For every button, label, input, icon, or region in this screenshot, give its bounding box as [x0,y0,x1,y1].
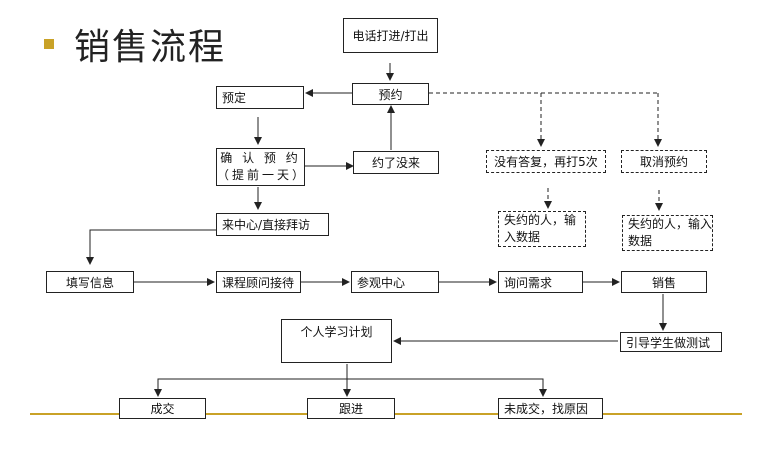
title-bullet-icon [44,39,54,49]
node-no-answer: 没有答复，再打5次 [486,150,606,173]
node-no-deal: 未成交，找原因 [498,398,603,419]
node-phone-call: 电话打进/打出 [343,18,438,53]
node-follow-up: 跟进 [307,398,395,419]
page-title: 销售流程 [74,27,227,68]
node-reserve: 预定 [216,86,304,109]
node-booking: 预约 [352,83,429,105]
node-deal: 成交 [119,398,206,419]
node-needs: 询问需求 [498,271,583,293]
node-plan: 个人学习计划 [281,319,392,363]
node-no-show: 约了没来 [353,151,439,174]
node-fill-info: 填写信息 [46,271,134,293]
node-confirm: 确 认 预 约（提前一天） [216,148,305,186]
node-lost-input-2: 失约的人，输入数据 [622,215,713,251]
node-tour: 参观中心 [351,271,439,293]
node-sales: 销售 [621,271,707,293]
edge-visit-to-fillinfo [86,229,216,265]
node-consultant: 课程顾问接待 [216,271,301,293]
node-lost-input-1: 失约的人，输入数据 [498,211,586,247]
edge-plan-to-nodeal [347,378,547,397]
node-guide-test: 引导学生做测试 [620,332,722,352]
node-visit: 来中心/直接拜访 [216,213,329,236]
edge-plan-to-deal [154,378,347,397]
node-cancel: 取消预约 [621,150,707,173]
